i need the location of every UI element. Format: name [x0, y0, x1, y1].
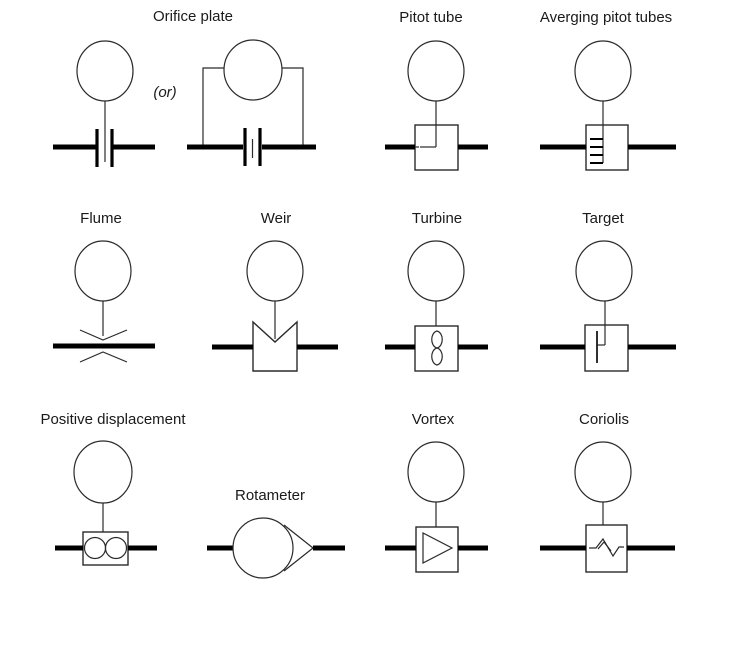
positive-displacement-symbol — [55, 440, 157, 566]
coriolis-symbol — [540, 441, 675, 573]
cone-upper-edge — [283, 524, 314, 549]
meter-body-box — [415, 526, 459, 573]
instrument-bubble — [223, 39, 283, 101]
label-pitot-tube: Pitot tube — [399, 9, 463, 26]
orifice-plate-dual-tap-symbol — [187, 39, 316, 166]
label-averaging-pitot: Averging pitot tubes — [539, 9, 673, 26]
label-weir: Weir — [260, 210, 292, 227]
pitot-tube-symbol — [385, 40, 488, 171]
label-positive-displacement: Positive displacement — [40, 411, 186, 428]
bluff-body-triangle — [422, 532, 454, 564]
meter-body-box — [584, 324, 629, 372]
instrument-bubble — [76, 40, 134, 102]
label-turbine: Turbine — [411, 210, 463, 227]
instrument-bubble — [575, 240, 633, 302]
label-flume: Flume — [80, 210, 122, 227]
rotameter-symbol — [207, 517, 345, 579]
instrument-bubble — [574, 40, 632, 102]
orifice-plate-simple-symbol — [53, 40, 155, 167]
label-vortex: Vortex — [411, 411, 455, 428]
flume-symbol — [53, 240, 155, 363]
instrument-bubble — [73, 440, 133, 504]
zigzag-tube-inner — [597, 541, 612, 552]
instrument-bubble — [246, 240, 304, 302]
cone-lower-edge — [283, 547, 314, 572]
target-symbol — [540, 240, 676, 372]
vortex-symbol — [385, 441, 488, 573]
float-body-circle — [232, 517, 294, 579]
label-or-note: (or) — [153, 84, 177, 101]
lobe-right — [104, 536, 128, 560]
zigzag-tube — [589, 537, 624, 558]
label-target: Target — [582, 210, 624, 227]
label-rotameter: Rotameter — [234, 487, 306, 504]
instrument-bubble — [407, 240, 465, 302]
averaging-pitot-symbol — [540, 40, 676, 171]
instrument-bubble — [407, 441, 465, 503]
turbine-symbol — [385, 240, 488, 372]
instrument-bubble — [74, 240, 132, 302]
rotor-figure-eight — [431, 330, 443, 366]
label-orifice-plate: Orifice plate — [152, 8, 234, 25]
chevron-bottom — [79, 351, 128, 363]
chevron-top — [79, 329, 128, 341]
weir-symbol — [212, 240, 338, 372]
instrument-bubble — [407, 40, 465, 102]
lobe-left — [83, 536, 107, 560]
instrument-bubble — [574, 441, 632, 503]
label-coriolis: Coriolis — [578, 411, 630, 428]
